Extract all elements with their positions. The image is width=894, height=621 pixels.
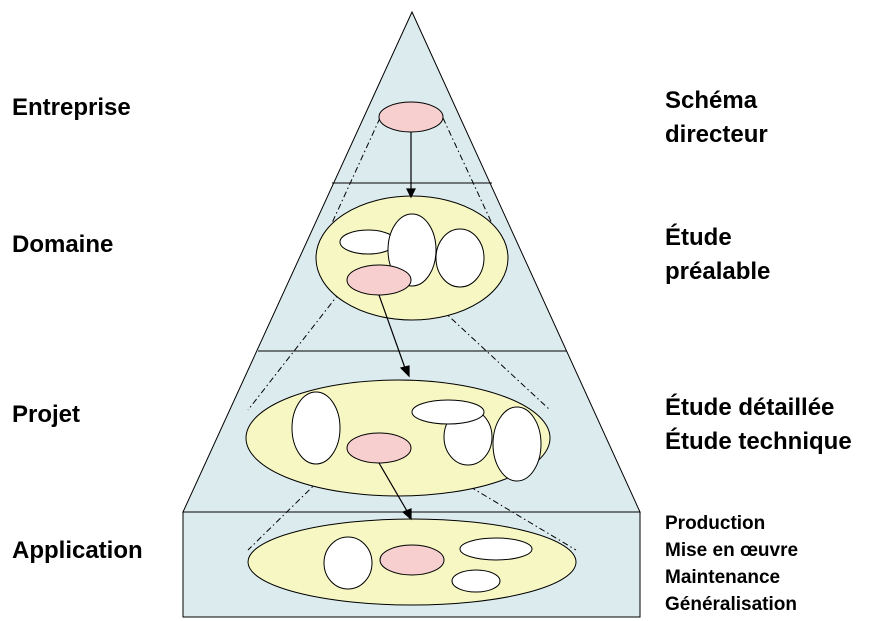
domaine-element <box>435 228 485 288</box>
level-label-entreprise: Entreprise <box>12 94 131 121</box>
activity-line: Schéma <box>665 87 758 114</box>
activity-line: Mise en œuvre <box>665 540 799 561</box>
level-label-domaine: Domaine <box>12 231 114 258</box>
activity-line: Étude technique <box>665 428 852 455</box>
activity-projet: Étude détaillée Étude technique <box>665 391 852 459</box>
activity-line: Étude détaillée <box>665 394 835 421</box>
activity-line: Généralisation <box>665 594 797 615</box>
level-label-projet: Projet <box>12 401 81 428</box>
domaine-element <box>387 213 437 287</box>
projet-highlight-ellipse <box>346 432 412 464</box>
application-highlight-ellipse <box>379 544 445 576</box>
application-element <box>323 536 373 590</box>
activity-application: Production Mise en œuvre Maintenance Gén… <box>665 510 798 618</box>
projet-element <box>411 399 485 425</box>
application-element <box>459 537 533 561</box>
level-label-application: Application <box>12 537 143 564</box>
domaine-highlight-ellipse <box>346 264 412 296</box>
activity-line: Production <box>665 513 766 534</box>
projet-element <box>492 406 542 482</box>
refinement-arrows <box>378 132 416 521</box>
entreprise-highlight-ellipse <box>378 101 444 133</box>
activity-line: Maintenance <box>665 567 781 588</box>
projet-element <box>291 391 341 465</box>
activity-entreprise: Schéma directeur <box>665 84 768 152</box>
activity-line: directeur <box>665 121 768 148</box>
activity-line: Étude <box>665 224 732 251</box>
activity-domaine: Étude préalable <box>665 221 770 289</box>
application-element <box>451 569 501 593</box>
activity-line: préalable <box>665 258 771 285</box>
